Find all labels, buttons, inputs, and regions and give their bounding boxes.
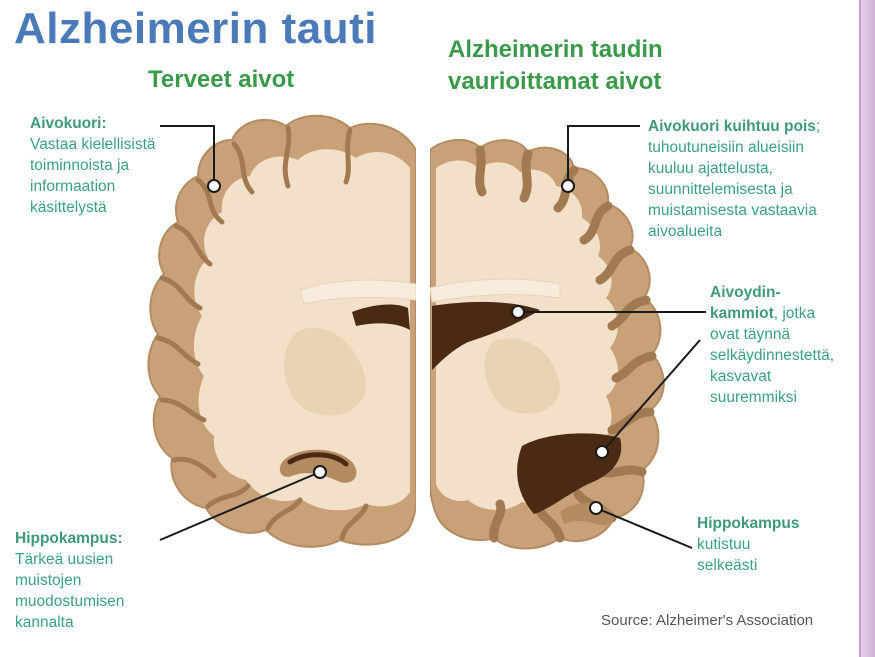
label-cortex-left-line: informaation [30,176,156,197]
label-cortex-right-line: suunnittelemisesta ja [648,179,820,200]
heading-healthy-brain: Terveet aivot [148,64,294,96]
label-ventricles-line: kasvavat [710,366,834,387]
label-cortex-left-line: käsittelystä [30,197,156,218]
label-ventricles-line: ovat täynnä [710,324,834,345]
label-hippocampus-left-line: muistojen [15,570,124,591]
label-hippocampus-left-title: Hippokampus: [15,528,124,549]
label-cortex-left-title: Aivokuori: [30,113,156,134]
label-ventricles-title-1: Aivoydin- [710,282,834,303]
label-ventricles-title-2: kammiot [710,305,774,322]
page-title: Alzheimerin tauti [14,4,377,54]
label-hippocampus-right-line: selkeästi [697,555,799,576]
callout-dot-cortex-left [208,180,220,192]
label-ventricles-right: Aivoydin- kammiot, jotka ovat täynnä sel… [710,282,834,408]
callout-dot-hippocampus-left [314,466,326,478]
callout-dot-ventricles-lower [596,446,608,458]
heading-alzheimer-brain: Alzheimerin taudin vaurioittamat aivot [448,34,663,98]
callout-dot-cortex-right [562,180,574,192]
heading-alzheimer-line-2: vaurioittamat aivot [448,66,663,98]
label-cortex-right-line: kuuluu ajattelusta, [648,158,820,179]
label-hippocampus-right-line: kutistuu [697,534,799,555]
label-cortex-left: Aivokuori: Vastaa kielellisistä toiminno… [30,113,156,218]
label-hippocampus-left-line: Tärkeä uusien [15,549,124,570]
label-cortex-right-suffix: ; [816,118,820,135]
label-ventricles-suffix: , jotka [774,305,815,322]
label-hippocampus-right-title: Hippokampus [697,513,799,534]
label-ventricles-line: selkäydinnestettä, [710,345,834,366]
label-hippocampus-left-line: muodostumisen [15,591,124,612]
label-hippocampus-left-line: kannalta [15,612,124,633]
label-cortex-right-title: Aivokuori kuihtuu pois [648,118,816,135]
alzheimer-brain-hemisphere [430,140,664,549]
label-hippocampus-right: Hippokampus kutistuu selkeästi [697,513,799,576]
label-cortex-right-line: muistamisesta vastaavia [648,200,820,221]
label-ventricles-line: suuremmiksi [710,387,834,408]
label-cortex-left-line: Vastaa kielellisistä [30,134,156,155]
label-cortex-right-line: aivoalueita [648,221,820,242]
label-cortex-left-line: toiminnoista ja [30,155,156,176]
heading-alzheimer-line-1: Alzheimerin taudin [448,34,663,66]
label-cortex-right: Aivokuori kuihtuu pois; tuhoutuneisiin a… [648,116,820,242]
source-credit: Source: Alzheimer's Association [601,612,813,629]
callout-line-hippocampus-right [596,508,692,548]
callout-dot-hippocampus-right [590,502,602,514]
callout-dot-ventricles-right [512,306,524,318]
label-hippocampus-left: Hippokampus: Tärkeä uusien muistojen muo… [15,528,124,633]
label-cortex-right-line: tuhoutuneisiin alueisiin [648,137,820,158]
healthy-brain-hemisphere [148,116,416,547]
